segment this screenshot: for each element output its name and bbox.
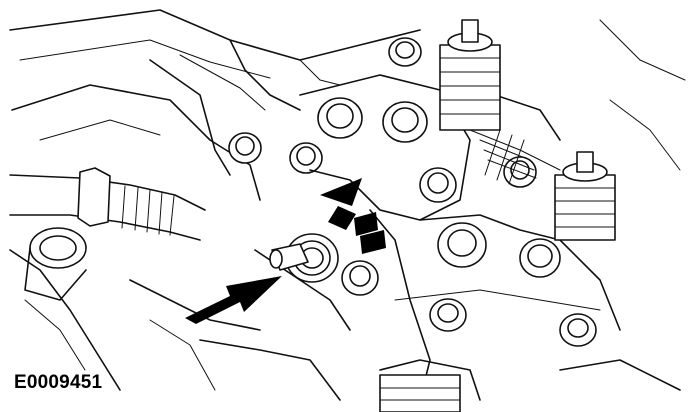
movement-arrow-icon bbox=[185, 276, 282, 324]
bolt bbox=[382, 101, 428, 143]
valve-spring-right bbox=[554, 151, 616, 241]
direction-arrow-icon bbox=[320, 178, 386, 254]
bolt bbox=[437, 222, 487, 268]
port-opening bbox=[24, 227, 87, 301]
valve-spring-lower bbox=[379, 374, 461, 412]
bolt bbox=[289, 142, 323, 174]
cylinder-head-casting bbox=[299, 19, 686, 401]
engine-housing-outline bbox=[9, 9, 421, 401]
valve-spring-upper bbox=[439, 19, 501, 131]
bolt bbox=[519, 238, 561, 278]
bolt bbox=[429, 298, 467, 332]
figure-id-label: E0009451 bbox=[14, 372, 103, 393]
bolts bbox=[228, 37, 597, 347]
camshaft-position-sensor bbox=[269, 233, 339, 283]
coolant-hose bbox=[9, 167, 206, 241]
bolt bbox=[419, 167, 457, 203]
bolt bbox=[317, 97, 363, 139]
bolt bbox=[388, 37, 422, 67]
bolt bbox=[228, 132, 262, 164]
bolt bbox=[341, 260, 379, 296]
bolt bbox=[559, 313, 597, 347]
hatch-detail bbox=[479, 129, 537, 185]
